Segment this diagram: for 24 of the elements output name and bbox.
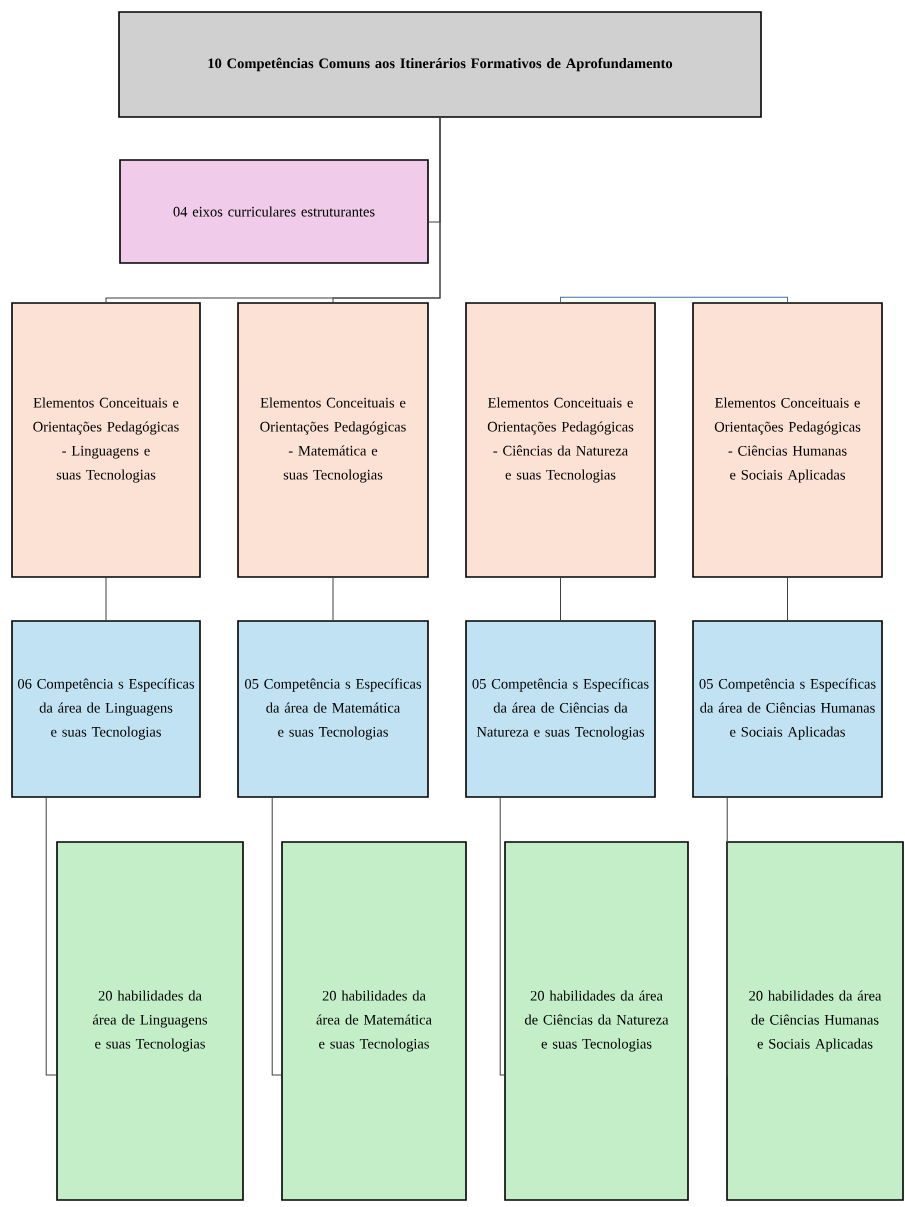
connector-line [45, 797, 57, 1076]
competence-box: 05 Competência s Específicas da área de Ciências da Natureza e suas Tecnologias [465, 620, 656, 798]
connector-line [560, 296, 788, 303]
area-box: Elementos Conceituais e Orientações Pedagógicas - Matemática e suas Tecnologias [237, 302, 429, 578]
competence-box: 05 Competência s Específicas da área de Matemática e suas Tecnologias [237, 620, 429, 798]
connector-line [332, 117, 441, 303]
connector-line [332, 577, 334, 621]
skills-box: 20 habilidades da área de Ciências da Natureza e suas Tecnologias [504, 841, 689, 1201]
area-box: Elementos Conceituais e Orientações Pedagógicas - Ciências da Natureza e suas Tecnologias [465, 302, 656, 578]
area-box: Elementos Conceituais e Orientações Pedagógicas - Ciências Humanas e Sociais Aplicadas [692, 302, 883, 578]
connector-line [560, 577, 561, 621]
skills-box: 20 habilidades da área de Linguagens e suas Tecnologias [56, 841, 244, 1201]
axis-box: 04 eixos curriculares estruturantes [119, 159, 429, 264]
competence-box: 06 Competência s Específicas da área de Linguagens e suas Tecnologias [11, 620, 201, 798]
connector-line [105, 577, 107, 621]
connector-line [271, 797, 282, 1076]
skills-box: 20 habilidades da área de Matemática e suas Tecnologias [281, 841, 467, 1201]
area-box: Elementos Conceituais e Orientações Pedagógicas - Linguagens e suas Tecnologias [11, 302, 201, 578]
skills-box: 20 habilidades da área de Ciências Humanas e Sociais Aplicadas [726, 841, 904, 1201]
connector-line [725, 797, 728, 1076]
title-box: 10 Competências Comuns aos Itinerários Formativos de Aprofundamento [118, 11, 762, 118]
connector-line [499, 797, 505, 1076]
connector-line [787, 577, 788, 621]
competence-box: 05 Competência s Específicas da área de Ciências Humanas e Sociais Aplicadas [692, 620, 883, 798]
